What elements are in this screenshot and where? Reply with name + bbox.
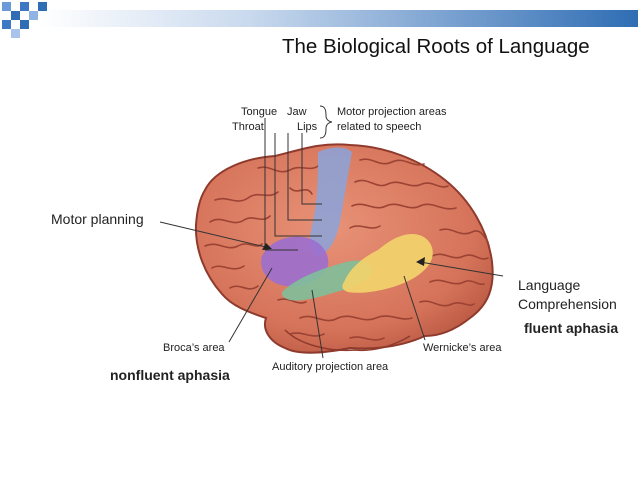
label-nonfluent-aphasia: nonfluent aphasia	[110, 367, 230, 383]
auditory-projection-region	[282, 260, 372, 301]
label-tongue: Tongue	[241, 106, 277, 118]
header-checker-pattern	[2, 2, 47, 38]
arrow-motor-planning-icon	[262, 243, 272, 250]
label-lips: Lips	[297, 121, 318, 133]
label-motor-projection-2: related to speech	[337, 121, 421, 133]
label-motor-planning: Motor planning	[51, 211, 144, 227]
label-wernickes-area: Wernicke’s area	[423, 342, 502, 354]
header-decoration	[2, 2, 638, 38]
label-throat: Throat	[232, 121, 264, 133]
header-gradient-bar	[40, 10, 638, 27]
label-comprehension: Comprehension	[518, 296, 617, 312]
wernickes-area-region	[342, 233, 433, 293]
brain-illustration	[194, 143, 494, 354]
cerebrum	[194, 143, 494, 354]
leader-lines	[159, 105, 504, 359]
arrow-language-icon	[416, 257, 425, 266]
label-fluent-aphasia: fluent aphasia	[524, 320, 618, 336]
label-auditory-projection: Auditory projection area	[272, 361, 389, 373]
label-motor-projection-1: Motor projection areas	[337, 106, 447, 118]
slide-title: The Biological Roots of Language	[282, 35, 590, 58]
brain-folds	[204, 158, 489, 341]
label-jaw: Jaw	[287, 106, 307, 118]
label-brocas-area: Broca’s area	[163, 342, 225, 354]
temporal-lobe-lower	[284, 329, 411, 352]
motor-projection-strip	[310, 147, 352, 256]
brace-icon	[319, 105, 333, 139]
label-language: Language	[518, 277, 581, 293]
